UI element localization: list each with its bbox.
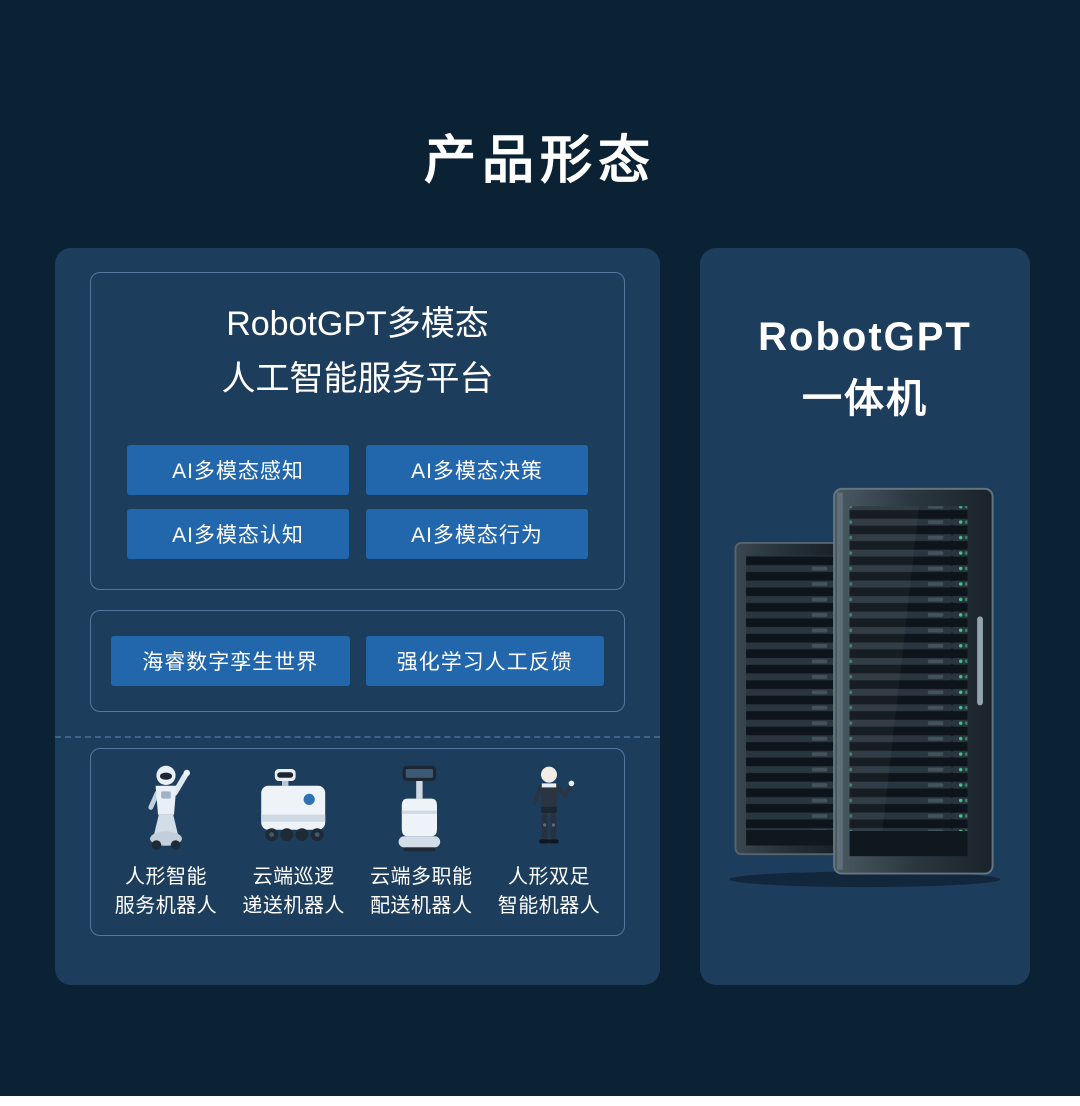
robot-caption-line1: 云端多职能 <box>370 866 473 888</box>
robot-caption-line2: 配送机器人 <box>370 895 473 917</box>
page-title: 产品形态 <box>423 132 656 190</box>
robot-caption-line1: 人形智能 <box>125 866 207 888</box>
robot-caption: 人形智能 服务机器人 <box>115 863 218 921</box>
server-rack-image <box>700 454 1030 889</box>
capabilities-box: 海睿数字孪生世界 强化学习人工反馈 <box>90 610 625 712</box>
appliance-panel: RobotGPT 一体机 <box>700 248 1030 985</box>
humanoid-service-robot-image <box>118 761 214 857</box>
robot-item-biped: 人形双足 智能机器人 <box>490 761 608 921</box>
biped-humanoid-robot-image <box>501 761 597 857</box>
module-chip-cognition: AI多模态认知 <box>127 509 349 559</box>
robot-caption-line2: 智能机器人 <box>497 895 601 917</box>
robots-box: 人形智能 服务机器人 <box>90 748 625 936</box>
platform-box: RobotGPT多模态 人工智能服务平台 AI多模态感知 AI多模态决策 AI多… <box>90 272 625 590</box>
patrol-delivery-robot-image <box>246 761 342 857</box>
robot-caption-line2: 递送机器人 <box>242 895 345 917</box>
module-grid: AI多模态感知 AI多模态决策 AI多模态认知 AI多模态行为 <box>127 445 588 559</box>
robot-item-service: 人形智能 服务机器人 <box>107 761 225 921</box>
robot-caption-line1: 人形双足 <box>507 866 590 888</box>
appliance-title-line2: 一体机 <box>802 377 928 421</box>
capability-chip-rlhf: 强化学习人工反馈 <box>365 636 604 686</box>
platform-title-line2: 人工智能服务平台 <box>221 360 494 399</box>
multifunction-delivery-robot-image <box>373 761 469 857</box>
module-chip-behavior: AI多模态行为 <box>366 509 588 559</box>
footer-bar <box>0 1096 1080 1106</box>
robot-caption-line1: 云端巡逻 <box>252 866 335 888</box>
appliance-title: RobotGPT 一体机 <box>700 306 1030 430</box>
robot-item-patrol: 云端巡逻 递送机器人 <box>235 761 353 921</box>
robot-caption: 人形双足 智能机器人 <box>498 863 601 921</box>
robot-caption: 云端巡逻 递送机器人 <box>242 863 345 921</box>
platform-panel: RobotGPT多模态 人工智能服务平台 AI多模态感知 AI多模态决策 AI多… <box>55 248 660 985</box>
robot-caption: 云端多职能 配送机器人 <box>370 863 473 921</box>
platform-title: RobotGPT多模态 人工智能服务平台 <box>91 273 624 407</box>
platform-title-line1: RobotGPT多模态 <box>226 305 489 343</box>
robot-item-multifunction: 云端多职能 配送机器人 <box>362 761 480 921</box>
module-chip-perception: AI多模态感知 <box>127 445 349 495</box>
appliance-title-line1: RobotGPT <box>758 315 972 359</box>
capability-chip-digital-twin: 海睿数字孪生世界 <box>111 636 350 686</box>
dashed-divider <box>55 736 660 738</box>
module-chip-decision: AI多模态决策 <box>366 445 588 495</box>
robot-caption-line2: 服务机器人 <box>114 895 218 917</box>
